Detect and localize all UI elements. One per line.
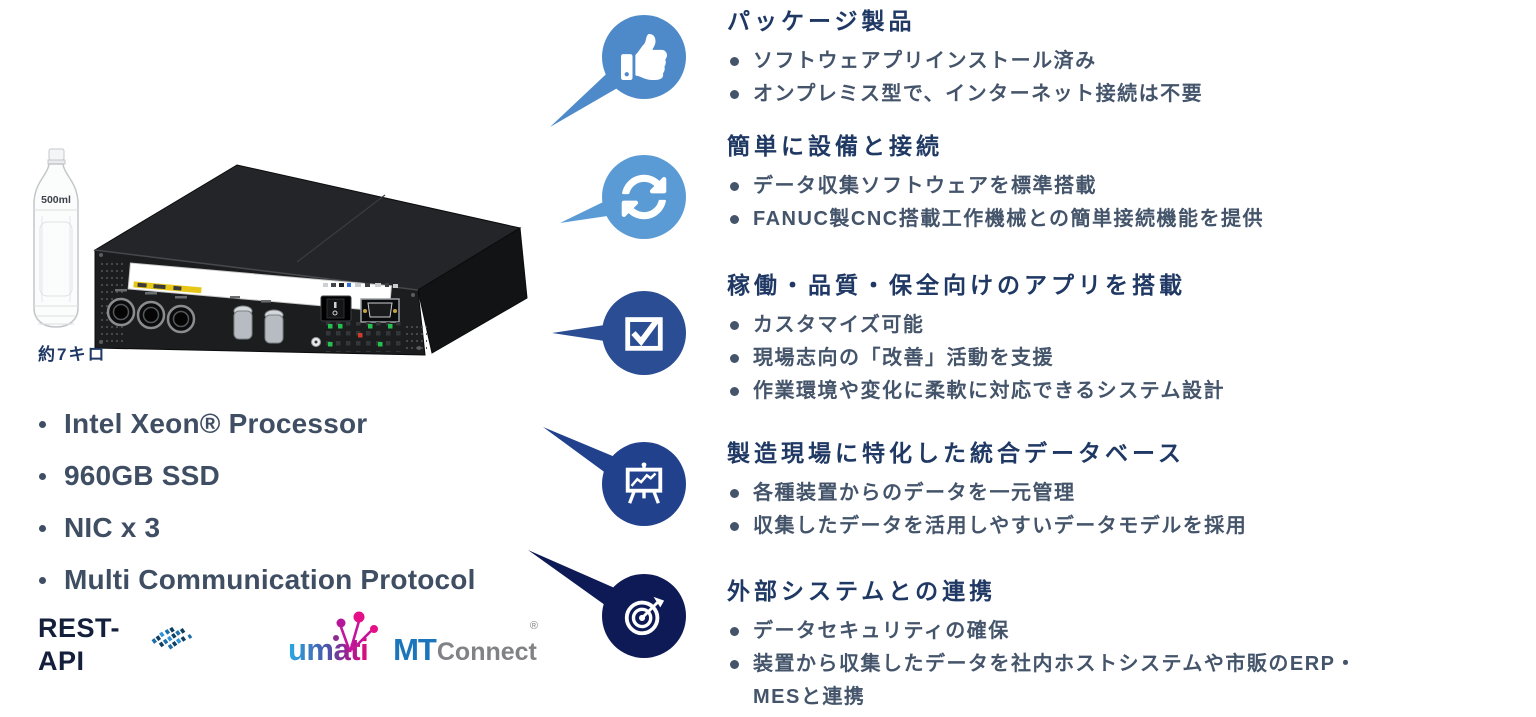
mtconnect-connect-text: Connect (436, 638, 537, 666)
feature-section: 簡単に設備と接続 データ収集ソフトウェアを標準搭載 FANUC製CNC搭載工作機… (727, 133, 1403, 236)
feature-icon (621, 461, 667, 507)
umati-logo: umati (288, 611, 378, 667)
feature-section: 製造現場に特化した統合データベース 各種装置からのデータを一元管理 収集したデー… (727, 440, 1403, 543)
feature-bullet: 収集したデータを活用しやすいデータモデルを採用 (727, 510, 1403, 543)
weight-note: 約7キロ (38, 345, 107, 364)
indicator-strip (323, 283, 398, 288)
feature-icon (621, 34, 667, 80)
round-connector-ports (106, 289, 196, 334)
feature-bullet: ソフトウェアプリインストール済み (727, 45, 1403, 78)
feature-bullet-list: データセキュリティの確保 装置から収集したデータを社内ホストシステムや市販のER… (727, 615, 1403, 714)
feature-bullet: 作業環境や変化に柔軟に対応できるシステム設計 (727, 375, 1403, 408)
spec-item: Intel Xeon® Processor (30, 398, 476, 450)
umati-node-symbol (339, 620, 372, 653)
feature-title: パッケージ製品 (727, 8, 916, 34)
feature-bullet: 各種装置からのデータを一元管理 (727, 477, 1403, 510)
water-bottle-image: 500ml (33, 148, 79, 328)
rest-api-line2: API (38, 646, 85, 676)
feature-bullet: 現場志向の「改善」活動を支援 (727, 342, 1403, 375)
spec-item: Multi Communication Protocol (30, 554, 476, 606)
feature-bullet: 装置から収集したデータを社内ホストシステムや市販のERP・MESと連携 (727, 648, 1403, 714)
feature-icon-circle (602, 442, 686, 526)
feature-bullet-list: カスタマイズ可能 現場志向の「改善」活動を支援 作業環境や変化に柔軟に対応できる… (727, 309, 1403, 408)
feature-section: 外部システムとの連携 データセキュリティの確保 装置から収集したデータを社内ホス… (727, 578, 1403, 714)
feature-bullet-list: ソフトウェアプリインストール済み オンプレミス型で、インターネット接続は不要 (727, 45, 1403, 111)
ac-inlet (360, 298, 400, 323)
sync-icon (621, 174, 667, 220)
mtconnect-mt-text: MT (393, 632, 437, 667)
feature-bullet-list: データ収集ソフトウェアを標準搭載 FANUC製CNC搭載工作機械との簡単接続機能… (727, 170, 1403, 236)
feature-icon (621, 174, 667, 220)
rest-api-label: REST- API (38, 612, 120, 678)
spec-item: 960GB SSD (30, 450, 476, 502)
bottle-volume-label: 500ml (41, 194, 71, 206)
feature-title: 簡単に設備と接続 (727, 133, 943, 159)
feature-title: 稼働・品質・保全向けのアプリを搭載 (727, 272, 1186, 298)
opc-ua-logo (151, 626, 193, 650)
feature-bullet: データセキュリティの確保 (727, 615, 1403, 648)
industrial-pc-image (93, 164, 528, 356)
led-grid (325, 322, 401, 352)
target-icon (624, 596, 665, 636)
presentation-chart-icon (625, 462, 663, 504)
feature-icon-circle (602, 155, 686, 239)
feature-icon (621, 593, 667, 639)
feature-bullet: データ収集ソフトウェアを標準搭載 (727, 170, 1403, 203)
thumbs-up-icon (621, 34, 667, 80)
cable-glands (230, 296, 284, 344)
feature-bullet: オンプレミス型で、インターネット接続は不要 (727, 78, 1403, 111)
mtconnect-registered-mark: ® (529, 620, 538, 632)
feature-section: 稼働・品質・保全向けのアプリを搭載 カスタマイズ可能 現場志向の「改善」活動を支… (727, 272, 1403, 408)
feature-bullet-list: 各種装置からのデータを一元管理 収集したデータを活用しやすいデータモデルを採用 (727, 477, 1403, 543)
mtconnect-logo: MT Connect ® (386, 616, 544, 673)
feature-bullet: カスタマイズ可能 (727, 309, 1403, 342)
feature-bullet: FANUC製CNC搭載工作機械との簡単接続機能を提供 (727, 203, 1403, 236)
feature-icon (621, 310, 667, 356)
power-switch (320, 295, 352, 322)
spec-list: Intel Xeon® Processor 960GB SSD NIC x 3 … (30, 398, 476, 606)
feature-title: 製造現場に特化した統合データベース (727, 440, 1185, 466)
feature-section: パッケージ製品 ソフトウェアプリインストール済み オンプレミス型で、インターネッ… (727, 8, 1403, 111)
umati-wordmark: umati (288, 632, 368, 667)
feature-title: 外部システムとの連携 (727, 578, 997, 604)
rest-api-line1: REST- (38, 613, 121, 643)
spec-item: NIC x 3 (30, 502, 476, 554)
checkbox-icon (625, 317, 663, 351)
